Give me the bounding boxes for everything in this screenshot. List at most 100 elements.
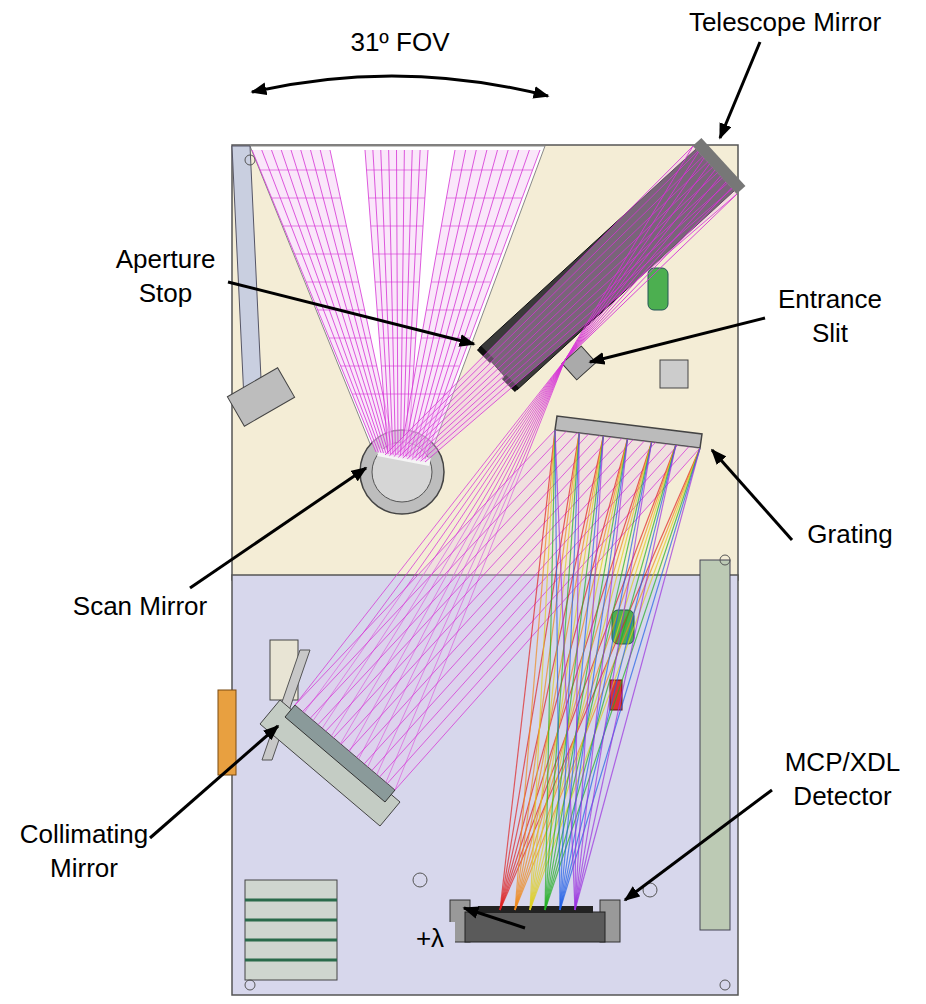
part-label: MCP/XDL Detector (770, 746, 915, 814)
leader-line (720, 42, 760, 138)
ray (373, 150, 391, 454)
ray (565, 146, 693, 360)
ray (575, 448, 700, 910)
ray (530, 430, 555, 910)
ray (575, 445, 676, 910)
ray (272, 198, 341, 199)
dispersed-beam (500, 430, 700, 910)
ray (565, 194, 737, 360)
ray (365, 150, 388, 454)
ray (283, 226, 346, 227)
dispersed-beam (545, 430, 700, 910)
light-rays (252, 146, 737, 910)
ray (560, 433, 579, 910)
ray (515, 445, 676, 910)
ray (377, 310, 417, 311)
dispersed-beam (530, 430, 700, 910)
ray (329, 338, 371, 339)
ray (303, 431, 566, 711)
actuator (227, 368, 294, 426)
ray (425, 194, 737, 462)
ray (379, 338, 415, 339)
ray (394, 157, 703, 457)
leader-line (590, 318, 765, 362)
ray (403, 167, 713, 458)
leader-line (625, 790, 772, 900)
ray (500, 439, 628, 910)
leader-arrows (150, 42, 792, 928)
bolt (720, 980, 730, 990)
ray (545, 445, 676, 910)
ray (575, 436, 603, 910)
ray (295, 254, 353, 255)
bolt (245, 980, 255, 990)
ray (398, 162, 707, 457)
ray (575, 439, 628, 910)
fov-arrow (252, 76, 548, 96)
wavefront (260, 170, 383, 394)
ray (367, 170, 427, 171)
part-label: Aperture Stop (98, 243, 233, 311)
board (245, 939, 337, 942)
ray (416, 183, 727, 460)
ray (436, 254, 501, 255)
ray (500, 448, 700, 910)
ray (530, 445, 676, 910)
ray (431, 282, 490, 283)
ray (375, 282, 419, 283)
bolt (245, 155, 255, 165)
board (245, 919, 337, 922)
focus-beam (565, 146, 737, 360)
part-label: Telescope Mirror (655, 6, 915, 40)
part-label: Scan Mirror (45, 590, 235, 624)
ray (565, 152, 699, 360)
dispersed-beam (515, 430, 700, 910)
ray (416, 366, 459, 367)
ray (575, 433, 579, 910)
ray (555, 430, 575, 910)
ray (383, 394, 411, 395)
housing (218, 145, 738, 995)
electronics-rack (245, 880, 337, 980)
ray (372, 444, 667, 771)
sensor (648, 268, 668, 310)
ray (272, 150, 382, 453)
ray (565, 158, 704, 360)
ray (426, 310, 480, 311)
ray (441, 226, 511, 227)
ray (364, 442, 655, 763)
ray (306, 282, 359, 283)
ray (369, 198, 425, 199)
part-label: Grating (790, 518, 910, 552)
part-label: +λ (405, 922, 455, 956)
ray (411, 394, 448, 395)
ray (575, 442, 652, 910)
ray (341, 366, 378, 367)
ray (545, 448, 700, 910)
ray (385, 146, 693, 455)
ray (401, 150, 405, 455)
ray (352, 394, 383, 395)
ray (373, 254, 421, 255)
telescope-beam (385, 146, 737, 462)
board (245, 959, 337, 962)
bolt (720, 555, 730, 565)
dispersed-beam (555, 430, 700, 910)
ray (380, 445, 678, 777)
connector (218, 690, 236, 775)
ray (371, 226, 423, 227)
window-strip (232, 146, 262, 400)
ray (565, 164, 710, 360)
leader-line (150, 726, 278, 838)
ray (446, 198, 522, 199)
leader-line (228, 282, 474, 344)
ray (560, 448, 700, 910)
part-label: Collimating Mirror (8, 818, 160, 886)
wavelength-arrow (464, 908, 525, 928)
ray (530, 436, 603, 910)
detector (450, 900, 620, 942)
ray (381, 366, 413, 367)
ray (421, 189, 733, 462)
leader-line (190, 468, 366, 588)
